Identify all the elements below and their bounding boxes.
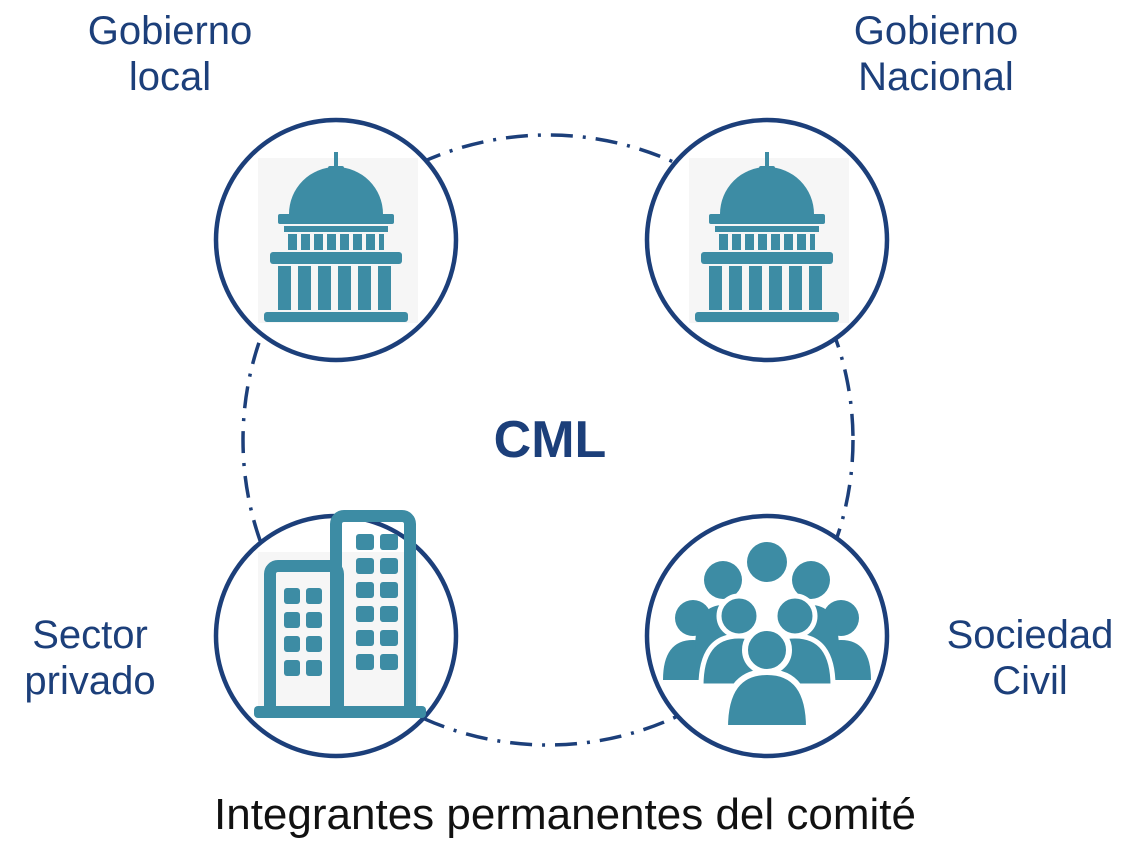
center-label: CML: [493, 411, 607, 469]
node-gobierno-nacional: [644, 117, 890, 363]
label-line: Nacional: [858, 55, 1014, 99]
label-gobierno-nacional: Gobierno Nacional: [826, 8, 1046, 100]
diagram-caption: Integrantes permanentes del comité: [214, 790, 916, 839]
label-gobierno-local: Gobierno local: [60, 8, 280, 100]
label-line: local: [128, 55, 212, 99]
label-sector-privado: Sector privado: [0, 612, 180, 704]
label-line: Sociedad: [946, 613, 1114, 657]
connection-ring: [241, 133, 855, 747]
node-sociedad-civil: [644, 513, 890, 759]
label-line: Sector: [32, 613, 148, 657]
label-line: Gobierno: [853, 9, 1019, 53]
label-line: Civil: [992, 659, 1068, 703]
label-line: Gobierno: [87, 9, 253, 53]
node-sector-privado: [213, 516, 459, 759]
label-sociedad-civil: Sociedad Civil: [930, 612, 1130, 704]
label-line: privado: [24, 659, 156, 703]
node-gobierno-local: [213, 117, 459, 363]
